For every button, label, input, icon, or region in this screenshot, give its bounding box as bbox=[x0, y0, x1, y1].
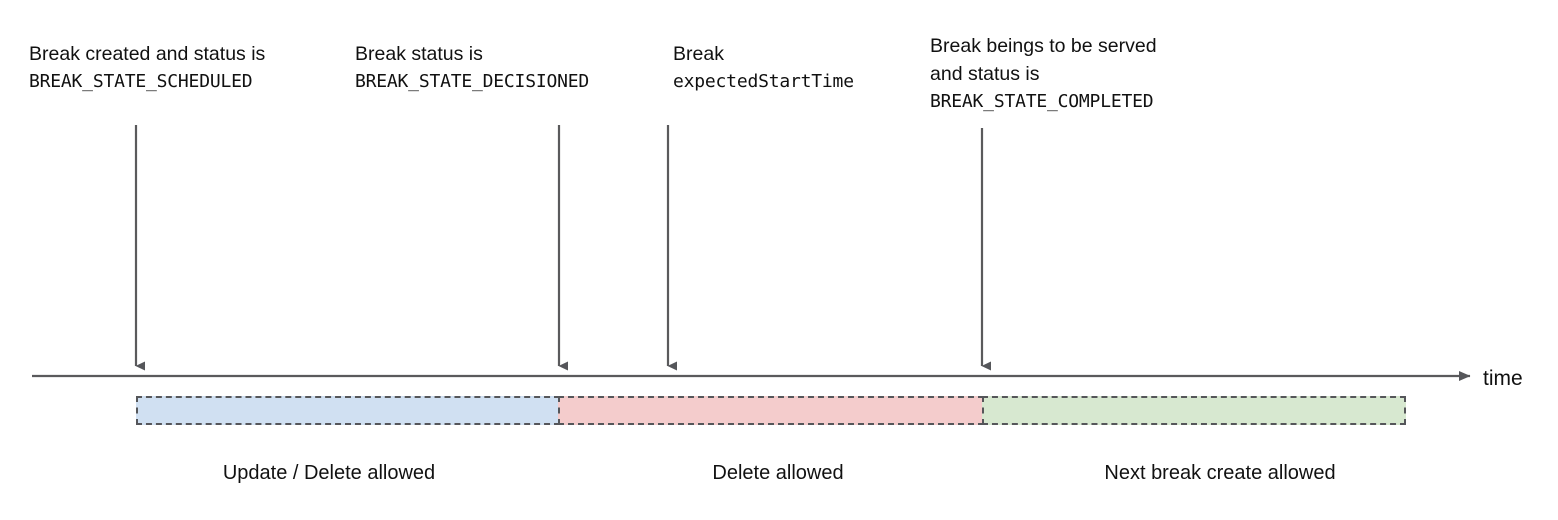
axis-label-time: time bbox=[1483, 367, 1523, 390]
caption-update-delete-allowed: Update / Delete allowed bbox=[222, 462, 436, 484]
event-label-line: BREAK_STATE_DECISIONED bbox=[355, 71, 590, 92]
event-label-break-decisioned: Break status is BREAK_STATE_DECISIONED bbox=[355, 40, 589, 96]
caption-next-break-create-allowed: Next break create allowed bbox=[1104, 462, 1336, 484]
caption-delete-allowed: Delete allowed bbox=[712, 462, 844, 484]
event-label-line: and status is bbox=[930, 63, 1040, 85]
event-label-line: BREAK_STATE_SCHEDULED bbox=[29, 71, 253, 92]
event-label-line: Break created and status is bbox=[29, 43, 266, 65]
bar-decisioned-window bbox=[558, 396, 984, 425]
event-label-line: Break bbox=[673, 43, 724, 65]
event-label-break-completed: Break beings to be served and status is BR… bbox=[930, 32, 1157, 116]
event-label-break-expected-start-time: Break expectedStartTime bbox=[673, 40, 854, 96]
event-label-break-created: Break created and status is BREAK_STATE_S… bbox=[29, 40, 265, 96]
event-label-line: BREAK_STATE_COMPLETED bbox=[930, 91, 1154, 112]
bar-completed-window bbox=[982, 396, 1406, 425]
bar-scheduled-window bbox=[136, 396, 560, 425]
event-label-line: Break beings to be served bbox=[930, 35, 1157, 57]
event-label-line: Break status is bbox=[355, 43, 483, 65]
event-label-line: expectedStartTime bbox=[673, 71, 854, 92]
